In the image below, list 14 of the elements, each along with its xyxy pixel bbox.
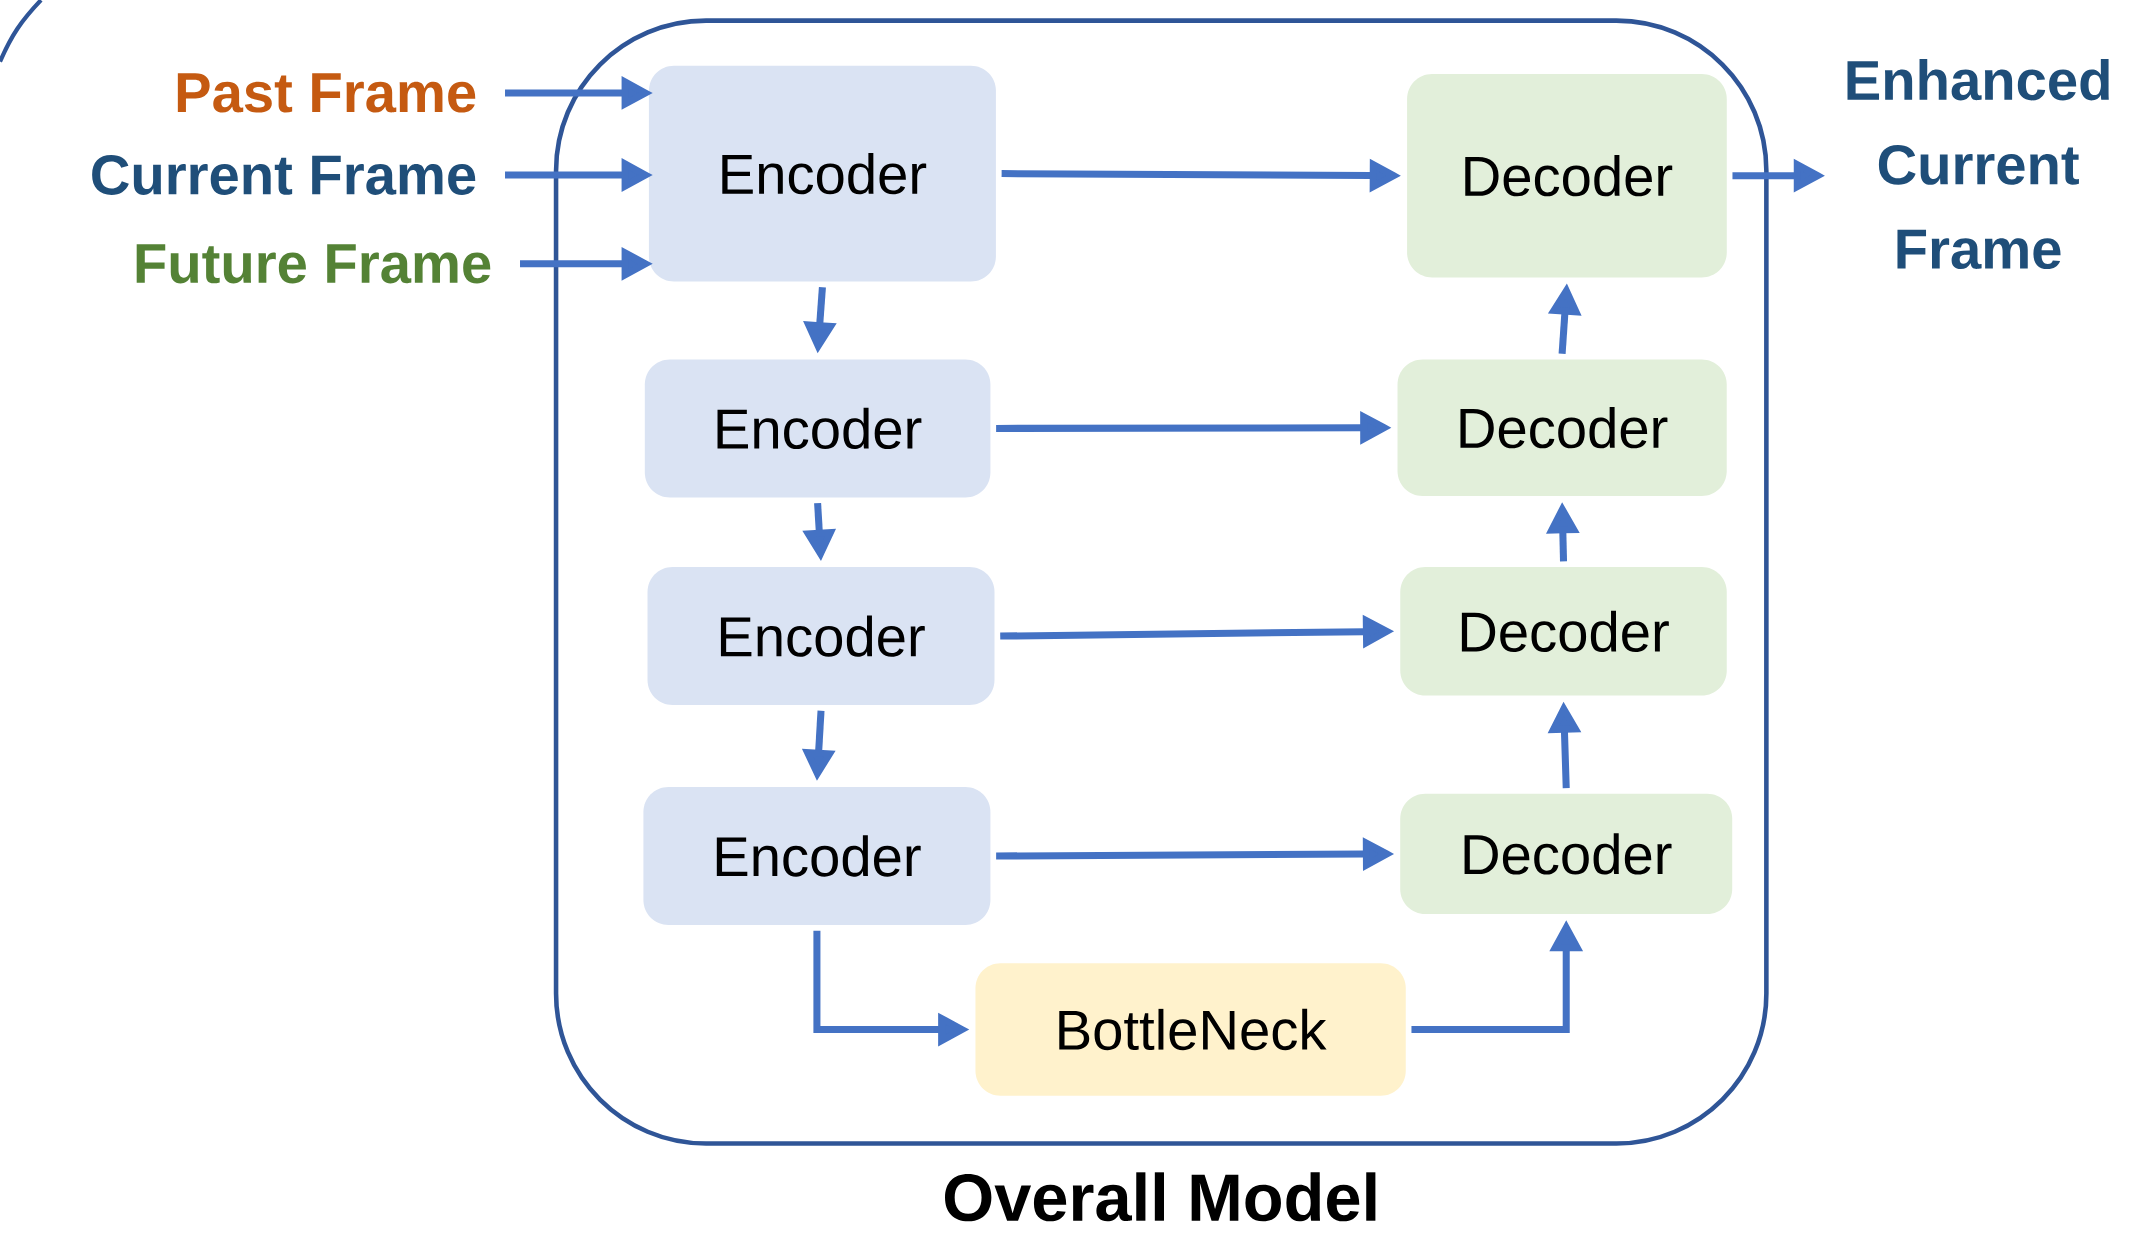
block-box: BottleNeck (975, 963, 1406, 1096)
block-box: Decoder (1407, 73, 1727, 278)
block-box: Decoder (1400, 793, 1733, 914)
block-box: Encoder (644, 359, 991, 498)
input-label: Past Frame (177, 73, 476, 113)
input-label: Future Frame (136, 244, 491, 284)
input-label: Current Frame (92, 155, 476, 195)
node-label: Overall Model (945, 1172, 1376, 1222)
block-box: Decoder (1400, 567, 1727, 696)
block-box: Decoder (1397, 359, 1727, 496)
block-box: Encoder (643, 787, 991, 925)
block-box: Encoder (648, 65, 996, 282)
block-box: Encoder (647, 567, 995, 706)
output-label: Enhanced Current Frame (1847, 59, 2109, 270)
